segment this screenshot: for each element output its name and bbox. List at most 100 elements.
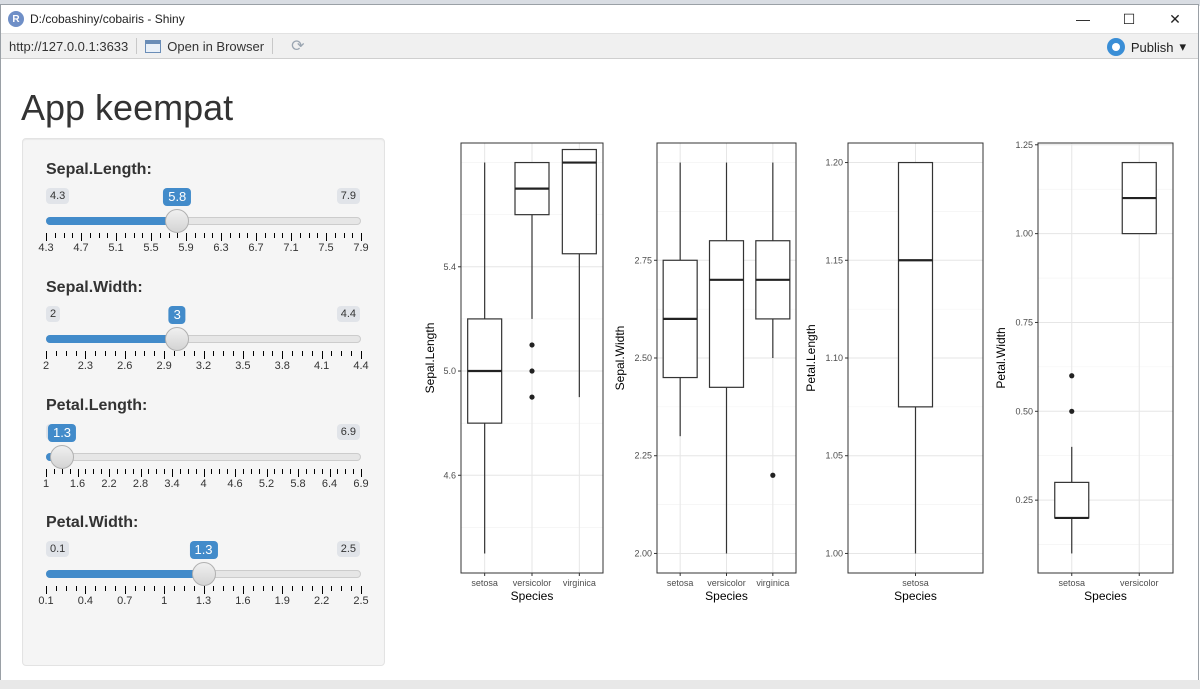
slider-label: Sepal.Length: xyxy=(46,161,152,178)
slider-minor-tick xyxy=(107,233,108,238)
slider-max-label: 7.9 xyxy=(336,188,360,204)
slider-tick-label: 6.3 xyxy=(213,242,229,254)
slider-major-tick xyxy=(291,233,292,241)
box-virginica xyxy=(755,162,791,478)
y-tick-label: 1.25 xyxy=(1015,140,1033,150)
slider-tick-label: 7.9 xyxy=(353,242,369,254)
y-tick-label: 1.00 xyxy=(825,548,843,558)
slider-minor-tick xyxy=(62,469,63,474)
chevron-down-icon[interactable]: ▾ xyxy=(1179,39,1186,54)
slider-minor-tick xyxy=(99,233,100,238)
slider-tick-label: 6.9 xyxy=(353,478,369,490)
slider-major-tick xyxy=(256,233,257,241)
slider-minor-tick xyxy=(148,469,149,474)
slider-minor-tick xyxy=(212,233,213,238)
url-display[interactable]: http://127.0.0.1:3633 xyxy=(9,38,129,54)
close-icon[interactable]: ✕ xyxy=(1169,10,1181,27)
slider-major-tick xyxy=(282,351,283,359)
slider-major-tick xyxy=(85,351,86,359)
y-tick-label: 0.50 xyxy=(1015,406,1033,416)
slider-handle[interactable] xyxy=(50,445,74,469)
slider-tick-label: 4.7 xyxy=(73,242,89,254)
slider-minor-tick xyxy=(263,351,264,356)
slider-major-tick xyxy=(172,469,173,477)
plot-frame xyxy=(460,142,604,574)
x-tick-label: virginica xyxy=(563,578,596,588)
slider-minor-tick xyxy=(105,351,106,356)
y-axis-title: Petal.Width xyxy=(994,327,1008,388)
slider-minor-tick xyxy=(174,351,175,356)
slider-minor-tick xyxy=(95,586,96,591)
slider-minor-tick xyxy=(164,469,165,474)
slider-major-tick xyxy=(221,233,222,241)
x-tick-label: virginica xyxy=(756,578,789,588)
slider-minor-tick xyxy=(272,351,273,356)
slider-minor-tick xyxy=(72,233,73,238)
slider-minor-tick xyxy=(243,469,244,474)
slider-tick-label: 4.1 xyxy=(313,360,330,372)
slider-minor-tick xyxy=(105,586,106,591)
slider-minor-tick xyxy=(312,351,313,356)
plot-frame xyxy=(847,142,984,574)
maximize-icon[interactable]: ☐ xyxy=(1122,10,1136,27)
slider-major-tick xyxy=(116,233,117,241)
slider-tick-label: 0.1 xyxy=(38,595,54,607)
slider-label: Sepal.Width: xyxy=(46,279,143,296)
slider-minor-tick xyxy=(344,233,345,238)
slider-minor-tick xyxy=(341,586,342,591)
slider-minor-tick xyxy=(314,469,315,474)
x-tick-label: setosa xyxy=(902,578,929,588)
refresh-icon[interactable]: ⟳ xyxy=(291,38,305,55)
slider-tick-label: 2 xyxy=(42,360,50,372)
slider-minor-tick xyxy=(55,233,56,238)
slider-tick-label: 1.6 xyxy=(235,595,251,607)
slider-tick-label: 1 xyxy=(161,595,168,607)
open-in-browser-button[interactable]: Open in Browser xyxy=(145,39,264,54)
x-tick-label: setosa xyxy=(471,578,498,588)
slider-major-tick xyxy=(46,233,47,241)
outlier-point xyxy=(1069,408,1075,414)
slider-minor-tick xyxy=(306,469,307,474)
y-axis-title: Sepal.Length xyxy=(423,323,437,394)
slider-minor-tick xyxy=(64,233,65,238)
slider-major-tick xyxy=(125,351,126,359)
publish-button[interactable]: Publish ▾ xyxy=(1106,34,1186,60)
slider-major-tick xyxy=(330,469,331,477)
slider-minor-tick xyxy=(219,469,220,474)
slider-minor-tick xyxy=(195,233,196,238)
slider-minor-tick xyxy=(125,233,126,238)
slider-minor-tick xyxy=(335,233,336,238)
boxplot-petal-length: 1.001.051.101.151.20setosaSpeciesPetal.L… xyxy=(804,142,984,603)
slider-minor-tick xyxy=(85,469,86,474)
slider-major-tick xyxy=(186,233,187,241)
minimize-icon[interactable]: — xyxy=(1076,11,1090,27)
slider-minor-tick xyxy=(56,586,57,591)
slider-major-tick xyxy=(151,233,152,241)
slider-minor-tick xyxy=(70,469,71,474)
slider-major-tick xyxy=(322,351,323,359)
slider-minor-tick xyxy=(282,469,283,474)
slider-handle[interactable] xyxy=(165,209,190,233)
slider-minor-tick xyxy=(247,233,248,238)
slider-handle[interactable] xyxy=(191,562,216,586)
slider-minor-tick xyxy=(184,351,185,356)
y-tick-label: 5.0 xyxy=(443,366,456,376)
slider-major-tick xyxy=(361,469,362,477)
browser-window-icon xyxy=(145,39,162,53)
outlier-point xyxy=(529,368,535,374)
slider-minor-tick xyxy=(233,351,234,356)
slider-value-label: 3 xyxy=(168,306,186,324)
slider-value-label: 1.3 xyxy=(189,541,218,559)
toolbar-divider xyxy=(272,38,274,54)
slider-minor-tick xyxy=(156,469,157,474)
slider-tick-label: 0.7 xyxy=(117,595,133,607)
slider-minor-tick xyxy=(282,233,283,238)
box-versicolor xyxy=(708,162,745,554)
y-tick-label: 2.75 xyxy=(634,255,652,265)
x-axis-title: Species xyxy=(705,589,748,603)
publish-label: Publish xyxy=(1130,39,1174,55)
slider-handle[interactable] xyxy=(165,327,190,351)
slider-minor-tick xyxy=(142,233,143,238)
slider-tick-label: 5.9 xyxy=(178,242,194,254)
